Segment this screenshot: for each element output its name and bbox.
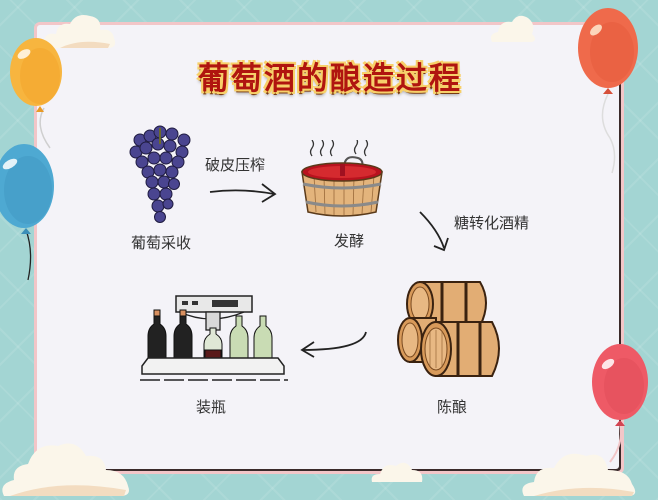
step-label-harvest: 葡萄采收 bbox=[131, 234, 192, 252]
cloud-icon bbox=[43, 15, 116, 48]
page-title: 葡萄酒的酿造过程 bbox=[198, 60, 462, 97]
cloud-icon bbox=[2, 443, 129, 496]
arrow-down-icon bbox=[419, 211, 449, 252]
balloon-red-icon bbox=[592, 344, 648, 463]
transition-label-sugar-to-alcohol: 糖转化酒精 bbox=[454, 214, 530, 232]
content-panel bbox=[34, 22, 624, 474]
step-label-aging: 陈酿 bbox=[437, 398, 468, 416]
wine-barrels-icon bbox=[397, 281, 500, 377]
balloon-yellow-icon bbox=[10, 38, 62, 149]
grapes-icon bbox=[129, 125, 191, 223]
arrow-right-icon bbox=[209, 183, 277, 203]
cloud-icon bbox=[522, 453, 636, 496]
transition-label-pressing: 破皮压榨 bbox=[205, 156, 266, 174]
balloon-orange-icon bbox=[578, 8, 638, 174]
balloon-blue-icon bbox=[0, 144, 54, 281]
cloud-icon bbox=[371, 462, 423, 482]
step-label-fermentation: 发酵 bbox=[334, 232, 365, 250]
bottling-machine-icon bbox=[140, 295, 288, 381]
fermentation-vat-icon bbox=[301, 140, 383, 217]
cloud-icon bbox=[490, 15, 535, 42]
step-label-bottling: 装瓶 bbox=[196, 398, 227, 416]
arrow-left-icon bbox=[300, 331, 367, 358]
